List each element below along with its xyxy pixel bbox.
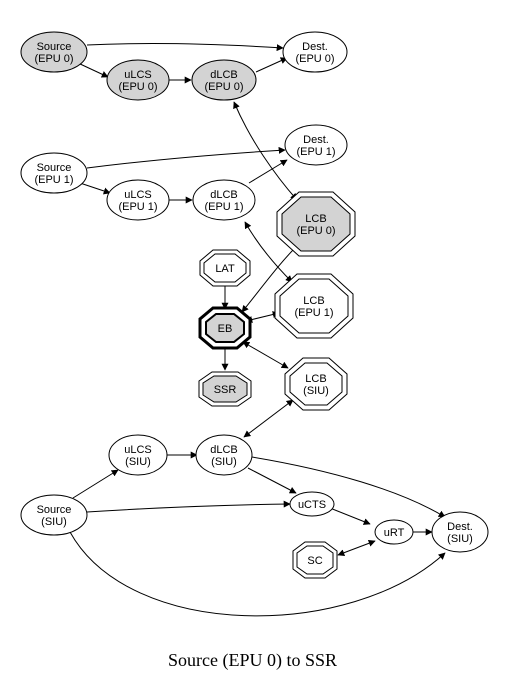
node-label-source-epu1-line-1: Source	[37, 162, 72, 174]
edge-eb-to-lcb-siu	[242, 341, 289, 369]
edge-source-siu-to-ucts	[86, 500, 291, 513]
edge-source-siu-to-dest-siu	[69, 531, 446, 617]
edge-sc-to-urt	[337, 539, 376, 557]
edge-source-siu-to-ulcs-siu	[72, 469, 119, 499]
node-label-lat-line-1: LAT	[215, 263, 235, 275]
edge-ucts-to-urt	[329, 507, 371, 525]
node-label-dest-epu0-line-2: (EPU 0)	[295, 53, 334, 65]
node-label-ssr-line-1: SSR	[214, 384, 237, 396]
node-eb	[198, 306, 252, 350]
node-label-dest-epu1-line-2: (EPU 1)	[296, 146, 335, 158]
diagram-caption: Source (EPU 0) to SSR	[167, 650, 337, 670]
node-ulcs-epu1	[106, 179, 170, 221]
node-label-dest-siu-line-2: (SIU)	[447, 533, 473, 545]
edge-dlcb-siu-to-ucts	[247, 467, 297, 494]
node-label-dest-siu-line-1: Dest.	[447, 521, 473, 533]
node-label-dest-epu1-line-1: Dest.	[303, 134, 329, 146]
node-lat	[199, 249, 251, 287]
node-ulcs-siu	[108, 434, 168, 476]
node-label-source-epu1-line-2: (EPU 1)	[34, 174, 73, 186]
node-label-lcb-epu1-line-1: LCB	[303, 295, 324, 307]
node-label-ulcs-epu0-line-1: uLCS	[124, 69, 152, 81]
node-label-source-siu-line-1: Source	[37, 504, 72, 516]
node-dest-siu	[431, 511, 489, 553]
edge-source-epu1-to-ulcs-epu1	[79, 182, 111, 195]
node-dlcb-epu1	[192, 179, 256, 221]
dataflow-diagram: Source(EPU 0)Dest.(EPU 0)uLCS(EPU 0)dLCB…	[20, 31, 489, 617]
node-label-ulcs-epu1-line-1: uLCS	[124, 189, 152, 201]
node-label-dlcb-epu1-line-2: (EPU 1)	[204, 201, 243, 213]
edge-source-epu0-to-dest-epu0	[86, 43, 284, 52]
node-label-dlcb-epu1-line-1: dLCB	[210, 189, 238, 201]
node-label-source-epu0-line-2: (EPU 0)	[34, 53, 73, 65]
edge-dlcb-siu-to-lcb-siu	[243, 399, 294, 438]
node-source-siu	[20, 494, 88, 536]
node-label-lcb-epu0-line-2: (EPU 0)	[296, 225, 335, 237]
node-source-epu0	[20, 31, 88, 73]
node-label-urt-line-1: uRT	[384, 527, 405, 539]
node-lcb-epu0	[276, 191, 356, 257]
node-ulcs-epu0	[106, 59, 170, 101]
edge-dlcb-epu0-to-dest-epu0	[255, 57, 288, 73]
edge-dlcb-epu0-to-lcb-epu0	[233, 101, 298, 201]
node-label-dlcb-epu0-line-2: (EPU 0)	[204, 81, 243, 93]
node-ucts	[289, 491, 335, 517]
node-label-dlcb-epu0-line-1: dLCB	[210, 69, 238, 81]
edge-source-epu0-to-ulcs-epu0	[77, 62, 109, 78]
node-label-ucts-line-1: uCTS	[298, 499, 326, 511]
node-label-ulcs-siu-line-2: (SIU)	[125, 456, 151, 468]
node-label-dlcb-siu-line-1: dLCB	[210, 444, 238, 456]
node-dlcb-epu0	[191, 59, 257, 101]
node-label-lcb-siu-line-2: (SIU)	[303, 385, 329, 397]
node-source-epu1	[20, 152, 88, 194]
node-label-eb-line-1: EB	[218, 323, 233, 335]
node-urt	[374, 519, 414, 545]
node-label-dest-epu0-line-1: Dest.	[302, 41, 328, 53]
node-dest-epu0	[282, 31, 348, 73]
node-label-ulcs-siu-line-1: uLCS	[124, 444, 152, 456]
node-dlcb-siu	[195, 434, 253, 476]
node-ssr	[198, 371, 252, 407]
node-label-sc-line-1: SC	[307, 555, 322, 567]
node-lcb-siu	[284, 357, 348, 411]
node-label-lcb-epu0-line-1: LCB	[305, 213, 326, 225]
node-label-ulcs-epu0-line-2: (EPU 0)	[118, 81, 157, 93]
node-lcb-epu1	[274, 273, 354, 339]
node-sc	[292, 541, 338, 579]
node-label-dlcb-siu-line-2: (SIU)	[211, 456, 237, 468]
node-label-lcb-epu1-line-2: (EPU 1)	[294, 307, 333, 319]
node-label-source-epu0-line-1: Source	[37, 41, 72, 53]
node-label-lcb-siu-line-1: LCB	[305, 373, 326, 385]
edge-dlcb-siu-to-dest-siu	[251, 456, 446, 518]
node-label-source-siu-line-2: (SIU)	[41, 516, 67, 528]
node-dest-epu1	[284, 124, 348, 166]
edge-dlcb-epu1-to-dest-epu1	[248, 159, 288, 184]
edge-source-epu1-to-dest-epu1	[86, 146, 286, 169]
node-label-ulcs-epu1-line-2: (EPU 1)	[118, 201, 157, 213]
